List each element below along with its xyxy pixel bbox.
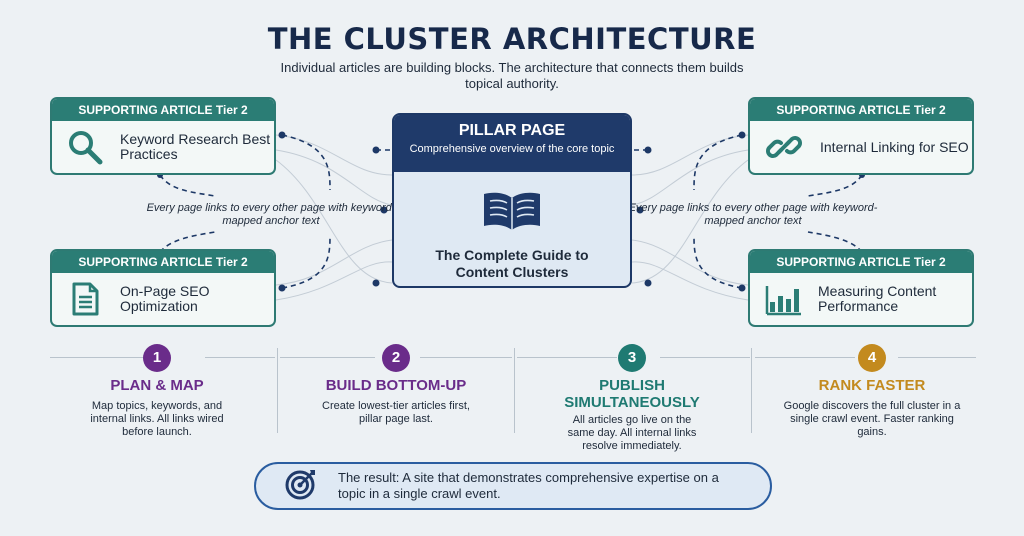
card-tier-label: SUPPORTING ARTICLE Tier 2 — [750, 251, 972, 273]
pillar-guide-title: The Complete Guide to Content Clusters — [435, 247, 589, 280]
supporting-article-card: SUPPORTING ARTICLE Tier 2 Internal Linki… — [748, 97, 974, 175]
diagram-title: THE CLUSTER ARCHITECTURE — [267, 22, 757, 56]
step-divider — [50, 357, 150, 358]
step-divider — [898, 357, 976, 358]
card-article-title: Keyword Research Best Practices — [120, 131, 271, 162]
step-description: All articles go live on the same day. Al… — [567, 414, 697, 452]
document-icon — [66, 279, 104, 319]
diagram-subtitle: Individual articles are building blocks.… — [280, 60, 744, 91]
result-text: The result: A site that demonstrates com… — [338, 470, 719, 501]
step-number-badge: 3 — [618, 344, 646, 372]
step-publish-simultaneously: 3 PUBLISH SIMULTANEOUSLY All articles go… — [532, 344, 732, 453]
step-divider — [517, 357, 617, 358]
step-build-bottom-up: 2 BUILD BOTTOM-UP Create lowest-tier art… — [296, 344, 496, 426]
step-description: Map topics, keywords, and internal links… — [90, 400, 224, 438]
supporting-article-card: SUPPORTING ARTICLE Tier 2 On-Page SEO Op… — [50, 249, 276, 327]
step-separator — [277, 348, 278, 433]
step-title: RANK FASTER — [818, 377, 926, 394]
result-banner: The result: A site that demonstrates com… — [254, 462, 772, 510]
step-divider — [420, 357, 512, 358]
step-title: PLAN & MAP — [110, 377, 204, 394]
step-description: Create lowest-tier articles first, pilla… — [322, 400, 470, 425]
step-number-badge: 2 — [382, 344, 410, 372]
card-tier-label: SUPPORTING ARTICLE Tier 2 — [52, 99, 274, 121]
step-divider — [280, 357, 375, 358]
step-separator — [751, 348, 752, 433]
step-number-badge: 4 — [858, 344, 886, 372]
supporting-article-card: SUPPORTING ARTICLE Tier 2 Keyword Resear… — [50, 97, 276, 175]
pillar-subtitle: Comprehensive overview of the core topic — [409, 143, 615, 155]
card-tier-label: SUPPORTING ARTICLE Tier 2 — [52, 251, 274, 273]
target-icon — [284, 467, 318, 506]
supporting-article-card: SUPPORTING ARTICLE Tier 2 Measuring Cont… — [748, 249, 974, 327]
step-separator — [514, 348, 515, 433]
chain-link-icon — [764, 127, 804, 167]
card-tier-label: SUPPORTING ARTICLE Tier 2 — [750, 99, 972, 121]
card-article-title: On-Page SEO Optimization — [120, 283, 210, 314]
step-rank-faster: 4 RANK FASTER Google discovers the full … — [772, 344, 972, 439]
magnifier-icon — [66, 127, 104, 167]
step-divider — [755, 357, 855, 358]
step-title: PUBLISH SIMULTANEOUSLY — [564, 377, 700, 411]
link-note-left: Every page links to every other page wit… — [146, 202, 396, 227]
card-article-title: Measuring Content Performance — [818, 283, 937, 314]
card-article-title: Internal Linking for SEO — [820, 138, 969, 155]
step-description: Google discovers the full cluster in a s… — [783, 400, 961, 438]
open-book-icon — [394, 188, 630, 237]
bar-chart-icon — [764, 279, 802, 319]
step-plan-map: 1 PLAN & MAP Map topics, keywords, and i… — [57, 344, 257, 439]
step-number-badge: 1 — [143, 344, 171, 372]
pillar-page-card: PILLAR PAGE Comprehensive overview of th… — [392, 113, 632, 288]
step-title: BUILD BOTTOM-UP — [325, 377, 467, 394]
link-note-right: Every page links to every other page wit… — [628, 202, 878, 227]
step-divider — [660, 357, 750, 358]
step-divider — [205, 357, 275, 358]
pillar-title: PILLAR PAGE — [458, 122, 566, 139]
